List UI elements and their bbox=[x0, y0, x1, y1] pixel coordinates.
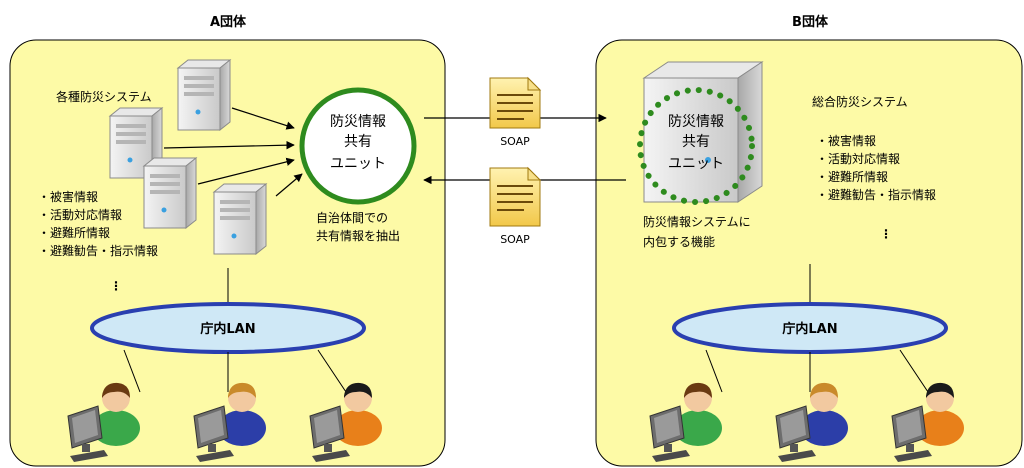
soap-label-b-to-a: SOAP bbox=[500, 233, 530, 246]
group-a-unit-line: 共有 bbox=[344, 134, 372, 150]
arrow-server1-to-unit bbox=[231, 107, 295, 130]
group-b-lan: 庁内LAN bbox=[672, 302, 948, 354]
group-b-builtin-note-line: 防災情報システムに bbox=[643, 214, 751, 229]
group-b-unit-line: 共有 bbox=[682, 134, 710, 150]
group-a-lan-label: 庁内LAN bbox=[199, 321, 255, 337]
group-b-unit-ring bbox=[637, 87, 755, 205]
group-a-server-icon-1 bbox=[177, 59, 231, 131]
soap-document-icon-2 bbox=[489, 166, 542, 227]
group-a-info-ellipsis: ⋮ bbox=[110, 279, 122, 293]
group-b-sharing-unit: 防災情報 共有 ユニット bbox=[637, 87, 755, 205]
group-b-title: B団体 bbox=[792, 14, 829, 30]
group-b-info-item: ・活動対応情報 bbox=[816, 152, 900, 166]
group-b-info-ellipsis: ⋮ bbox=[880, 227, 892, 241]
soap-label-a-to-b: SOAP bbox=[500, 135, 530, 148]
group-b-system-label: 総合防災システム bbox=[812, 94, 908, 109]
group-a-server-arrows bbox=[163, 107, 303, 197]
group-b-info-list: ・被害情報 ・活動対応情報 ・避難所情報 ・避難勧告・指示情報 ⋮ bbox=[816, 133, 936, 241]
group-b-info-item: ・避難所情報 bbox=[816, 169, 888, 184]
group-a-lan-drops bbox=[123, 349, 347, 393]
group-b-lan-label: 庁内LAN bbox=[781, 321, 837, 337]
group-a-server-icon-4 bbox=[213, 183, 267, 255]
soap-document-icon-1 bbox=[489, 76, 542, 129]
group-a-info-item: ・活動対応情報 bbox=[38, 208, 122, 222]
group-a-unit-ring bbox=[299, 87, 417, 205]
group-a-systems-label: 各種防災システム bbox=[56, 89, 152, 104]
group-a-title: A団体 bbox=[210, 14, 247, 30]
group-b-info-item: ・避難勧告・指示情報 bbox=[816, 187, 936, 202]
group-a-lan: 庁内LAN bbox=[90, 302, 366, 354]
group-a-info-item: ・避難勧告・指示情報 bbox=[38, 243, 158, 258]
group-a-info-item: ・避難所情報 bbox=[38, 225, 110, 240]
group-a-server-icon-3 bbox=[143, 157, 197, 229]
group-a-unit-line: ユニット bbox=[330, 156, 386, 172]
group-a-unit-line: 防災情報 bbox=[330, 114, 386, 130]
group-a-sharing-unit: 防災情報 共有 ユニット bbox=[299, 87, 417, 205]
arrow-server2-to-unit bbox=[163, 140, 295, 150]
group-a-info-list: ・被害情報 ・活動対応情報 ・避難所情報 ・避難勧告・指示情報 ⋮ bbox=[38, 189, 158, 293]
group-b-unit-line: 防災情報 bbox=[668, 114, 724, 130]
group-b-builtin-note-line: 内包する機能 bbox=[643, 234, 715, 249]
group-b-lan-drops bbox=[705, 349, 929, 393]
group-b-server-icon bbox=[642, 61, 764, 203]
group-a-info-item: ・被害情報 bbox=[38, 189, 98, 204]
arrow-server4-to-unit bbox=[275, 173, 303, 197]
group-b-info-item: ・被害情報 bbox=[816, 133, 876, 148]
arrow-server3-to-unit bbox=[197, 157, 295, 185]
group-b-unit-line: ユニット bbox=[668, 156, 724, 172]
group-a-extract-note-line: 自治体間での bbox=[316, 211, 388, 225]
group-a-extract-note-line: 共有情報を抽出 bbox=[316, 229, 400, 243]
